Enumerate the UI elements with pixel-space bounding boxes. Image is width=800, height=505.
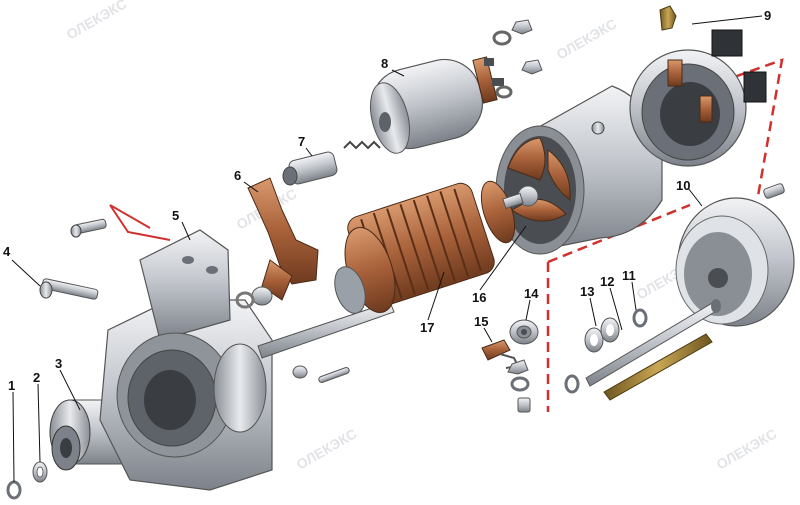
callout-15: 15: [474, 314, 488, 329]
part-16-stator-yoke: [495, 85, 663, 255]
part-17-armature: [334, 180, 524, 314]
watermark: ОЛЕКЭКС: [294, 425, 360, 472]
callout-10: 10: [676, 178, 690, 193]
callout-11: 11: [622, 268, 636, 283]
callout-16: 16: [472, 290, 486, 305]
watermark: ОЛЕКЭКС: [714, 425, 780, 472]
part-5-drive-end-housing: [99, 229, 273, 491]
part-13-washers: [564, 317, 620, 394]
callout-5: 5: [172, 208, 179, 223]
part-8-traction-solenoid: [369, 19, 543, 154]
part-7-solenoid-plunger: [282, 140, 381, 186]
part-11-nut: [632, 308, 648, 328]
part-15-brush: [481, 339, 531, 413]
part-4-bolt: [39, 278, 99, 300]
callout-2: 2: [33, 370, 40, 385]
callout-9: 9: [764, 8, 771, 23]
part-12-through-bolt: [585, 299, 721, 387]
callout-12: 12: [600, 274, 614, 289]
callout-7: 7: [298, 134, 305, 149]
part-9-brush-holder-end-cap: [629, 5, 767, 167]
part-1-circlip: [6, 480, 22, 500]
part-14-brush-spring: [509, 319, 539, 345]
callout-4: 4: [3, 244, 11, 259]
armature-shaft: [257, 301, 395, 359]
callout-6: 6: [234, 168, 241, 183]
leader-lines: [11, 15, 763, 483]
part-6-drive-lever: [235, 177, 319, 309]
watermark: ОЛЕКЭКС: [554, 15, 620, 62]
callout-3: 3: [55, 356, 62, 371]
callout-8: 8: [381, 56, 388, 71]
brass-rod: [603, 333, 713, 401]
part-2-thrust-washer: [32, 461, 48, 483]
callout-labels: 1 2 3 4 5 6 7 8 9 10 11 12 13 14 15 16 1…: [3, 8, 771, 393]
callout-1: 1: [8, 378, 15, 393]
housing-screw: [70, 218, 107, 238]
part-10-end-cover: [675, 183, 795, 327]
callout-17: 17: [420, 320, 434, 335]
callout-14: 14: [524, 286, 539, 301]
watermark: ОЛЕКЭКС: [64, 0, 130, 43]
assembly-guide-lines: [109, 58, 784, 412]
pivot-pin: [292, 365, 350, 383]
callout-13: 13: [580, 284, 594, 299]
